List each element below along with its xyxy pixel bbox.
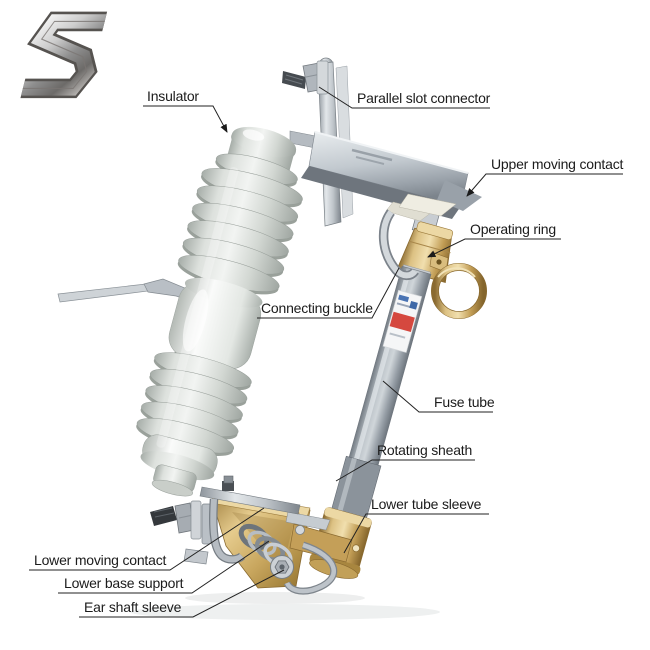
callout-ear-shaft-sleeve: Ear shaft sleeve (79, 569, 285, 618)
parallel-slot-connector-bolt (282, 60, 329, 95)
insulator-sheds-upper (177, 153, 303, 295)
ear-hook-wire (283, 541, 338, 595)
brand-logo-s-pinstripe (22, 20, 105, 89)
callout-upper-moving-contact-label: Upper moving contact (491, 156, 623, 172)
callout-lower-moving-contact-label: Lower moving contact (34, 552, 166, 568)
connecting-buckle-hook (378, 209, 419, 281)
callout-lower-tube-sleeve-label: Lower tube sleeve (371, 496, 482, 512)
callout-ear-shaft-sleeve-label: Ear shaft sleeve (84, 599, 182, 615)
callout-fuse-tube-label: Fuse tube (434, 394, 495, 410)
callout-parallel-slot-connector: Parallel slot connector (318, 86, 491, 109)
insulator-sheds-lower (136, 352, 252, 456)
upper-moving-contact-fingers (385, 193, 457, 222)
trunnion-arm (289, 523, 353, 563)
operating-ring-illustration (429, 251, 487, 319)
fuse-tube-label-sticker (382, 289, 423, 353)
callout-lower-moving-contact: Lower moving contact (29, 507, 265, 571)
callout-upper-moving-contact: Upper moving contact (466, 156, 624, 197)
insulator-illustration (136, 126, 303, 497)
callout-connecting-buckle-label: Connecting buckle (261, 300, 373, 316)
callout-lower-base-support-label: Lower base support (64, 575, 184, 591)
upper-contact-housing (301, 131, 482, 222)
lower-terminal (150, 498, 246, 565)
brand-logo: S (20, 11, 108, 99)
mounting-arm (57, 278, 199, 304)
callout-lower-base-support: Lower base support (58, 540, 270, 594)
callout-parallel-slot-connector-label: Parallel slot connector (357, 90, 491, 106)
callout-operating-ring-label: Operating ring (470, 221, 556, 237)
callout-insulator-label: Insulator (147, 88, 199, 104)
fuse-tube-assembly (309, 196, 454, 579)
lower-assembly (150, 475, 353, 595)
callout-lower-tube-sleeve: Lower tube sleeve (343, 496, 489, 554)
callout-rotating-sheath-label: Rotating sheath (377, 442, 472, 458)
lower-moving-contact-strip (199, 475, 301, 515)
callout-operating-ring: Operating ring (427, 221, 561, 258)
ear-shaft-sleeve-bolt (270, 555, 294, 579)
insulator-bell (140, 434, 218, 497)
callout-rotating-sheath: Rotating sheath (335, 442, 475, 482)
ground-shadow (130, 592, 440, 620)
callout-fuse-tube: Fuse tube (382, 380, 495, 413)
insulator-barrel (168, 277, 263, 369)
callouts: Insulator Parallel slot connector Upper … (29, 86, 624, 618)
callout-insulator: Insulator (143, 88, 228, 133)
callout-connecting-buckle: Connecting buckle (257, 267, 400, 319)
